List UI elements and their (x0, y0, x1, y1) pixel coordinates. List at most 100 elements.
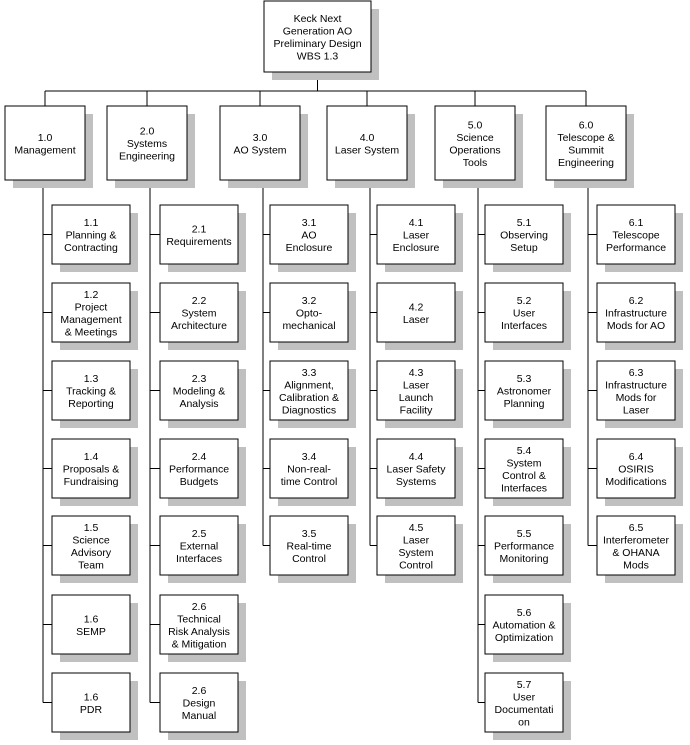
task-node-6-5-box (596, 515, 676, 576)
task-node-2-3-box (159, 360, 239, 421)
task-node-6-1-label-line: Performance (606, 242, 666, 254)
task-node-5-6-box (484, 594, 564, 655)
task-node-2-1-label-line: Requirements (166, 236, 231, 248)
task-node-2-7-label-line: Manual (182, 710, 216, 722)
task-node-5-2-box (484, 282, 564, 343)
task-node-1-3-label-line: Reporting (68, 398, 114, 410)
task-node-5-2-label-line: Interfaces (501, 320, 547, 332)
task-node-3-4-box (269, 438, 349, 499)
task-node-5-4-box (484, 438, 564, 499)
task-node-2-5-label-line: 2.5 (192, 528, 207, 540)
task-node-2-4-label-line: 2.4 (192, 451, 207, 463)
task-node-6-4-label-line: 6.4 (629, 451, 644, 463)
task-node-5-7-box (484, 672, 564, 733)
task-node-3-5-label-line: Control (292, 553, 326, 565)
task-node-4-5-label-line: Control (399, 559, 433, 571)
task-node-4-4-label-line: 4.4 (409, 451, 424, 463)
task-node-3-3-label-line: 3.3 (302, 367, 317, 379)
category-node-3-label-line: 3.0 (253, 132, 268, 144)
task-node-5-3-label-line: Planning (504, 398, 545, 410)
task-node-1-1-box (51, 204, 131, 265)
category-node-6-label-line: Engineering (558, 157, 614, 169)
task-node-6-3-label-line: 6.3 (629, 367, 644, 379)
task-node-5-7-label-line: 5.7 (517, 679, 532, 691)
root-node-label-line: WBS 1.3 (297, 50, 339, 62)
task-node-2-6-label-line: 2.6 (192, 601, 207, 613)
task-node-5-3-label-line: Astronomer (497, 386, 552, 398)
category-node-6-label-line: Summit (568, 144, 604, 156)
task-node-4-2-label-line: Laser (403, 314, 430, 326)
task-node-3-5-label-line: Real-time (287, 541, 332, 553)
task-node-4-4-label-line: Laser Safety (387, 464, 447, 476)
task-node-6-2-label-line: Mods for AO (607, 320, 665, 332)
task-node-2-6-label-line: Technical (177, 613, 221, 625)
task-node-1-2-label-line: Management (60, 314, 121, 326)
task-node-1-1-label-line: Contracting (64, 242, 118, 254)
task-node-4-5-label-line: System (398, 547, 433, 559)
task-node-5-6-label-line: 5.6 (517, 607, 532, 619)
category-node-2-label-line: Systems (127, 138, 167, 150)
task-node-2-3-label-line: Modeling & (173, 386, 226, 398)
task-node-5-1-label-line: Setup (510, 242, 538, 254)
task-node-1-7-box (51, 672, 131, 733)
task-node-5-4-label-line: Interfaces (501, 482, 547, 494)
task-node-3-4-label-line: 3.4 (302, 451, 317, 463)
task-node-4-2-label-line: 4.2 (409, 301, 424, 313)
category-node-5-label-line: Operations (449, 144, 500, 156)
task-node-2-4-box (159, 438, 239, 499)
task-node-1-3-box (51, 360, 131, 421)
task-node-5-4-label-line: 5.4 (517, 445, 532, 457)
category-node-2-label-line: 2.0 (140, 126, 155, 138)
task-node-6-5-label-line: 6.5 (629, 522, 644, 534)
task-node-2-2-label-line: System (181, 308, 216, 320)
task-node-4-1-box (376, 204, 456, 265)
task-node-1-1-label-line: Planning & (66, 230, 117, 242)
task-node-1-4-label-line: Fundraising (64, 476, 119, 488)
task-node-4-5-label-line: 4.5 (409, 522, 424, 534)
task-node-5-6-label-line: Optimization (495, 632, 554, 644)
task-node-3-1-label-line: 3.1 (302, 217, 317, 229)
task-node-4-3-label-line: Facility (400, 404, 433, 416)
task-node-6-5-label-line: Interferometer (603, 534, 669, 546)
task-node-6-3-label-line: Mods for (616, 392, 657, 404)
category-node-6-label-line: 6.0 (579, 119, 594, 131)
task-node-6-4-label-line: OSIRIS (618, 464, 654, 476)
task-node-5-5-label-line: Monitoring (499, 553, 548, 565)
task-node-2-7-label-line: Design (183, 698, 216, 710)
task-node-4-3-box (376, 360, 456, 421)
task-node-2-6-label-line: Risk Analysis (168, 626, 230, 638)
task-node-6-5-label-line: & OHANA (612, 547, 659, 559)
category-node-5-label-line: Science (456, 132, 494, 144)
task-node-2-6-label-line: & Mitigation (172, 638, 227, 650)
task-node-2-2-label-line: 2.2 (192, 295, 207, 307)
root-node-label-line: Generation AO (283, 25, 352, 37)
task-node-3-5-label-line: 3.5 (302, 528, 317, 540)
task-node-1-6-label-line: 1.6 (84, 613, 99, 625)
task-node-4-1-label-line: Laser (403, 230, 430, 242)
task-node-3-3-label-line: Diagnostics (282, 404, 336, 416)
task-node-2-1-label-line: 2.1 (192, 223, 207, 235)
task-node-3-3-box (269, 360, 349, 421)
task-node-6-3-box (596, 360, 676, 421)
task-node-1-2-label-line: 1.2 (84, 289, 99, 301)
